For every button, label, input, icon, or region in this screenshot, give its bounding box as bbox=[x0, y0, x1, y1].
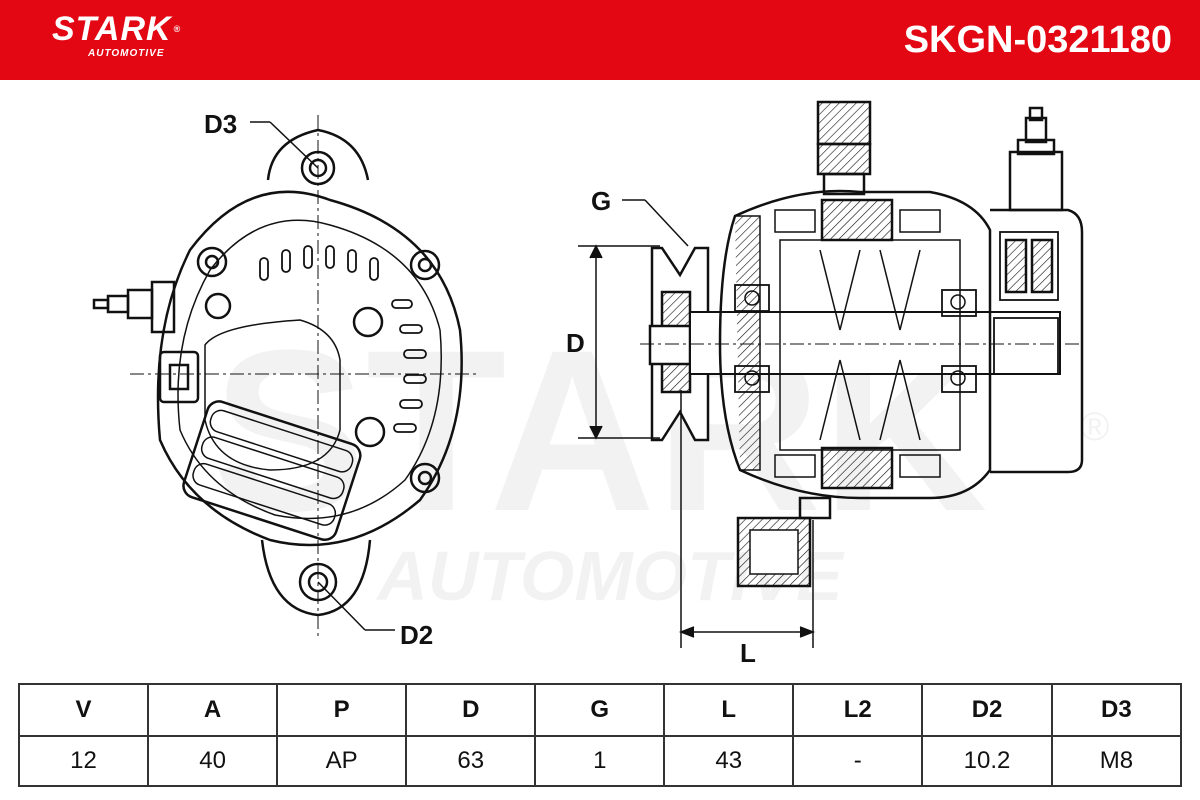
spec-value-g: 1 bbox=[534, 735, 666, 787]
spec-value-p: AP bbox=[276, 735, 408, 787]
logo-brand: STARK bbox=[52, 10, 172, 48]
spec-header-v: V bbox=[17, 683, 150, 737]
spec-header-p: P bbox=[276, 683, 408, 737]
spec-value-l2: - bbox=[792, 735, 924, 787]
d-dimension bbox=[578, 244, 660, 440]
technical-drawing: STARK AUTOMOTIVE ® bbox=[0, 80, 1200, 670]
side-view bbox=[640, 100, 1084, 588]
label-d2: D2 bbox=[400, 620, 433, 650]
spec-value-v: 12 bbox=[17, 735, 150, 787]
front-view bbox=[92, 115, 480, 640]
spec-value-d: 63 bbox=[405, 735, 537, 787]
spec-table: V A P D G L L2 D2 D3 12 40 AP 63 1 43 - … bbox=[17, 683, 1183, 787]
logo-subtitle: AUTOMOTIVE bbox=[88, 48, 165, 59]
spec-header-d: D bbox=[405, 683, 537, 737]
spec-header-a: A bbox=[147, 683, 279, 737]
spec-value-d3: M8 bbox=[1050, 735, 1183, 787]
spec-header-l2: L2 bbox=[792, 683, 924, 737]
spec-header-row: V A P D G L L2 D2 D3 bbox=[17, 683, 1183, 737]
spec-header-g: G bbox=[534, 683, 666, 737]
stark-logo: STARK® AUTOMOTIVE bbox=[52, 12, 181, 59]
label-g: G bbox=[591, 186, 611, 216]
l-dimension bbox=[678, 390, 816, 648]
spec-header-d3: D3 bbox=[1050, 683, 1183, 737]
label-d3: D3 bbox=[204, 109, 237, 139]
spec-header-l: L bbox=[663, 683, 795, 737]
spec-value-d2: 10.2 bbox=[921, 735, 1053, 787]
spec-value-a: 40 bbox=[147, 735, 279, 787]
spec-header-d2: D2 bbox=[921, 683, 1053, 737]
part-number: SKGN-0321180 bbox=[903, 19, 1172, 61]
alternator-drawing: D3 D2 bbox=[92, 100, 1084, 668]
label-d: D bbox=[566, 328, 585, 358]
g-leader bbox=[622, 199, 689, 247]
header-bar: STARK® AUTOMOTIVE SKGN-0321180 bbox=[0, 0, 1200, 80]
spec-value-row: 12 40 AP 63 1 43 - 10.2 M8 bbox=[17, 735, 1183, 787]
spec-value-l: 43 bbox=[663, 735, 795, 787]
logo-reg-mark: ® bbox=[173, 24, 182, 34]
watermark-reg: ® bbox=[1080, 405, 1109, 449]
label-l: L bbox=[740, 638, 756, 668]
